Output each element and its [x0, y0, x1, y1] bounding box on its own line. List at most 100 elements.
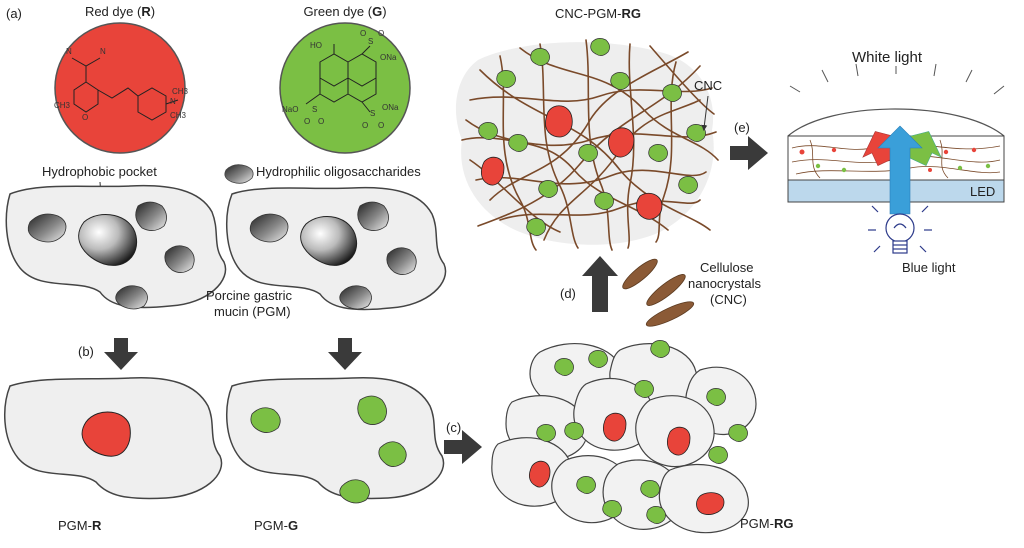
agg-green-dye-13 — [646, 506, 666, 524]
cnc-rod-1 — [622, 258, 658, 290]
agg-red-dye-3 — [528, 460, 551, 488]
panel-a-label: (a) — [6, 6, 22, 21]
blue-light-label: Blue light — [902, 260, 956, 275]
green-dye-atoms: HO S O O ONa NaO S O O S O O ONa — [282, 29, 399, 130]
oligosaccharide-8 — [339, 285, 372, 310]
oligosaccharide-7 — [386, 247, 417, 275]
hydrophilic-oligosaccharides-label: Hydrophilic oligosaccharides — [256, 164, 421, 179]
svg-text:O: O — [378, 121, 384, 130]
arrow-c — [444, 430, 482, 464]
pgm-label-line1: Porcine gastric — [206, 288, 292, 303]
cnc-pgm-rg-title: CNC-PGM-RG — [555, 6, 641, 21]
svg-text:S: S — [312, 105, 317, 114]
agg-green-dye-8 — [564, 422, 584, 440]
svg-text:N: N — [170, 97, 176, 106]
green-dye-structure — [305, 44, 377, 113]
light-rays — [789, 63, 1005, 95]
white-light-label: White light — [852, 49, 923, 66]
oligosaccharide-3 — [164, 245, 195, 273]
agg-green-dye-10 — [576, 476, 596, 494]
green-dye-circle — [279, 22, 411, 154]
panel-c-label: (c) — [446, 420, 461, 435]
mucin-plain-pocket — [300, 216, 358, 266]
red-dye-circle — [54, 22, 186, 154]
oligosaccharide-5 — [249, 213, 289, 243]
cnc-label-line2: nanocrystals — [688, 276, 761, 291]
agg-green-dye-9 — [708, 446, 728, 464]
svg-text:CH3: CH3 — [172, 87, 189, 96]
cnc-rod-3 — [645, 301, 695, 327]
pgm-label-line2: mucin (PGM) — [214, 304, 291, 319]
pgm-r-red-dye — [81, 411, 131, 457]
cnc-pointer-line — [701, 95, 709, 131]
oligosaccharide-1 — [27, 213, 67, 243]
led-dome — [787, 108, 1005, 137]
pgm-g-dye-3 — [378, 441, 407, 467]
svg-text:O: O — [378, 29, 384, 38]
pgm-g-dye-2 — [357, 395, 387, 425]
svg-text:HO: HO — [310, 41, 322, 50]
cnc-rod-2 — [646, 274, 686, 306]
cnc-label-line3: (CNC) — [710, 292, 747, 307]
panel-d-label: (d) — [560, 286, 576, 301]
svg-text:O: O — [318, 117, 324, 126]
pgm-r-label: PGM-R — [58, 518, 102, 533]
pgm-rg-aggregate — [491, 340, 757, 534]
pgm-rg-label: PGM-RG — [740, 516, 793, 531]
svg-text:S: S — [368, 37, 373, 46]
svg-text:O: O — [362, 121, 368, 130]
cnc-label-line1: Cellulose — [700, 260, 753, 275]
panel-b-label: (b) — [78, 344, 94, 359]
red-dye-atoms: N N O CH3 N CH3 CH3 — [54, 47, 189, 122]
agg-red-dye-1 — [602, 412, 627, 442]
agg-green-dye-11 — [602, 500, 622, 518]
agg-green-dye-1 — [554, 358, 574, 376]
bulb-icon — [868, 205, 932, 254]
red-dye-title: Red dye (R) — [85, 4, 155, 19]
svg-text:O: O — [304, 117, 310, 126]
agg-red-dye-4 — [696, 492, 725, 515]
pgm-g-dye-4 — [339, 479, 370, 504]
agg-red-dye-2 — [666, 426, 691, 456]
blue-light-arrow — [877, 125, 923, 215]
svg-text:N: N — [66, 47, 72, 56]
svg-text:NaO: NaO — [282, 105, 298, 114]
svg-text:O: O — [82, 113, 88, 122]
green-dye-title: Green dye (G) — [303, 4, 386, 19]
agg-green-dye-4 — [634, 380, 654, 398]
agg-green-dye-2 — [588, 350, 608, 368]
network-red-dyes — [480, 105, 663, 220]
led-label: LED — [970, 184, 995, 199]
arrow-b-left — [104, 338, 138, 370]
pgm-g-shape — [226, 376, 445, 500]
agg-green-dye-6 — [728, 424, 748, 442]
oligosaccharide-4 — [115, 285, 148, 310]
arrow-b-right — [328, 338, 362, 370]
red-dye-structure — [71, 57, 179, 121]
agg-green-dye-5 — [706, 388, 726, 406]
hydrophilic-legend-icon — [224, 164, 254, 184]
phosphor-dyes — [799, 147, 991, 173]
svg-text:ONa: ONa — [380, 53, 397, 62]
svg-text:N: N — [100, 47, 106, 56]
svg-text:ONa: ONa — [382, 103, 399, 112]
agg-green-dye-3 — [650, 340, 670, 358]
pgm-g-dye-1 — [250, 407, 281, 433]
svg-text:CH3: CH3 — [54, 101, 71, 110]
hydrophobic-pocket-label: Hydrophobic pocket — [42, 164, 157, 179]
panel-e-label: (e) — [734, 120, 750, 135]
pgm-g-label: PGM-G — [254, 518, 298, 533]
agg-green-dye-7 — [536, 424, 556, 442]
svg-text:O: O — [360, 29, 366, 38]
hydrophobic-pocket-shape — [78, 214, 138, 266]
oligosaccharide-2 — [135, 201, 167, 231]
arrow-d — [582, 256, 618, 312]
oligosaccharide-6 — [357, 201, 389, 231]
cnc-pointer-label: CNC — [694, 78, 722, 93]
svg-text:S: S — [370, 109, 375, 118]
agg-green-dye-12 — [640, 480, 660, 498]
svg-text:CH3: CH3 — [170, 111, 187, 120]
network-green-dyes — [478, 38, 706, 236]
arrow-e — [730, 136, 768, 170]
